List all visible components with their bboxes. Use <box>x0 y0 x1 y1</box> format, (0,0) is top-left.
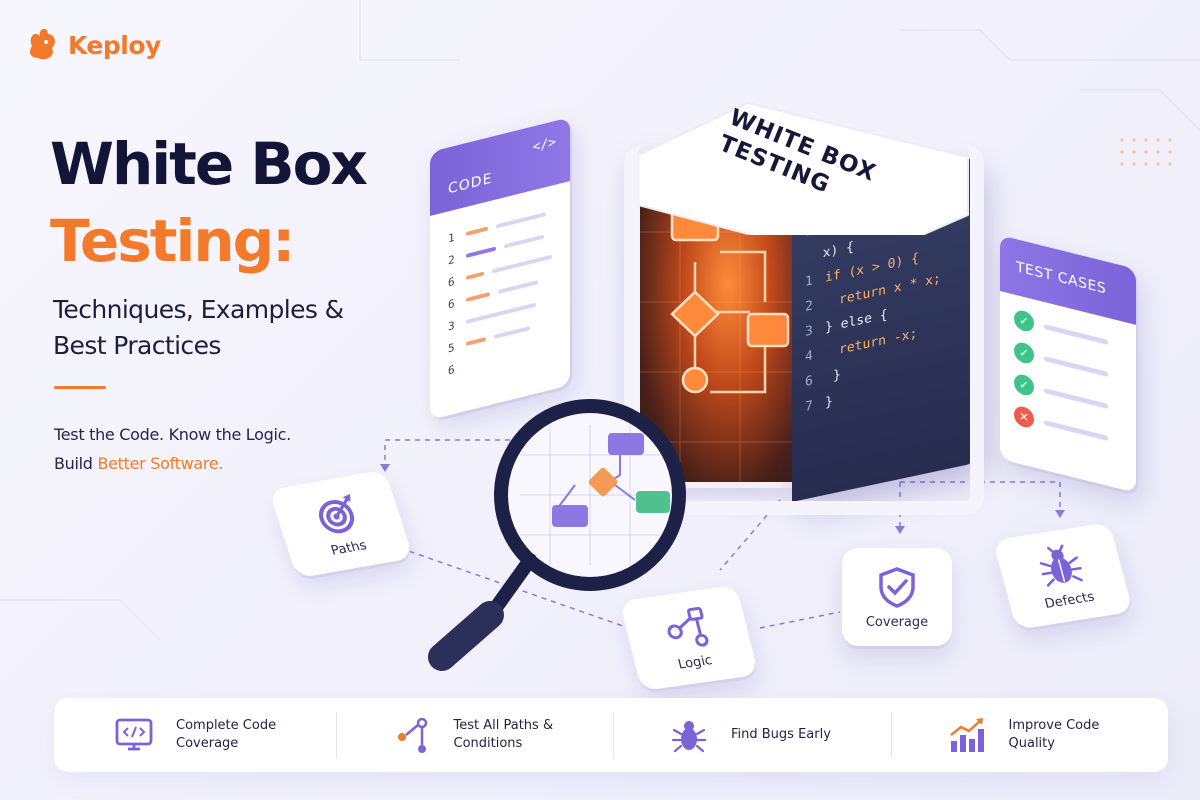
line-number: 6 <box>448 274 455 290</box>
hero-subtitle: Techniques, Examples & Best Practices <box>53 295 344 360</box>
code-card: CODE </> 1 2 6 6 3 5 6 <box>430 117 570 420</box>
code-bar <box>466 246 496 259</box>
feature-label: Improve Code Quality <box>1008 718 1100 751</box>
logic-label: Logic <box>676 652 714 673</box>
test-case-bar <box>1044 419 1108 441</box>
flow-decision-diamond <box>670 290 720 338</box>
keploy-rabbit-icon <box>30 28 55 60</box>
line-number: 5 <box>448 340 455 356</box>
logic-nodes-icon <box>667 606 709 647</box>
hero-title-line1: White Box <box>50 130 368 198</box>
monitor-code-icon <box>115 718 153 751</box>
tagline-line1: Test the Code. Know the Logic. <box>54 425 291 444</box>
bar-chart-up-icon <box>949 718 984 752</box>
logic-tile: Logic <box>619 584 759 692</box>
flow-terminal-circle <box>681 366 709 394</box>
line-number: 1 <box>448 230 455 246</box>
coverage-label: Coverage <box>865 614 929 630</box>
flow-node <box>552 505 588 527</box>
line-number: 2 <box>448 252 455 268</box>
cross-icon: ✕ <box>1014 404 1034 430</box>
tagline-prefix: Build <box>54 454 98 473</box>
code-card-lines: 1 2 6 6 3 5 6 <box>430 181 570 386</box>
code-bar <box>498 280 538 295</box>
brand-name: Keploy <box>68 30 161 60</box>
defects-tile: Defects <box>992 522 1134 630</box>
bug-icon <box>671 721 707 753</box>
code-text: } <box>825 394 833 411</box>
code-text: } <box>833 367 841 385</box>
tagline-line2: Build Better Software. <box>54 449 291 478</box>
defects-label: Defects <box>1043 589 1096 612</box>
flow-decision <box>588 467 618 497</box>
code-tag-icon: </> <box>532 134 556 156</box>
code-bar <box>504 234 544 249</box>
test-cases-card: TEST CASES ✓ ✓ ✓ ✕ <box>1000 235 1136 493</box>
tagline-highlight: Better Software. <box>97 454 224 473</box>
feature-test-all-paths: Test All Paths & Conditions <box>335 698 614 772</box>
code-bar <box>466 337 486 347</box>
feature-bar: Complete Code Coverage Test All Paths & … <box>54 698 1168 772</box>
box-lid: WHITE BOXTESTING <box>637 101 969 235</box>
hero-title-line2: Testing: <box>50 207 295 275</box>
feature-label: Complete Code Coverage <box>176 718 277 751</box>
feature-improve-code-quality: Improve Code Quality <box>890 698 1169 772</box>
code-bar <box>466 271 484 281</box>
magnifying-glass-icon <box>428 399 686 671</box>
flow-process-box <box>746 312 790 348</box>
keploy-logo[interactable]: Keploy <box>26 26 161 64</box>
code-bar <box>466 226 488 237</box>
test-case-bar <box>1044 355 1108 377</box>
test-case-bar <box>1044 323 1108 345</box>
paths-tile: Paths <box>268 469 414 579</box>
bug-icon <box>1039 544 1083 587</box>
feature-label: Test All Paths & Conditions <box>453 718 554 751</box>
test-case-bar <box>1044 387 1108 409</box>
accent-divider <box>54 386 106 389</box>
line-number: 6 <box>448 296 455 312</box>
line-number: 3 <box>448 318 455 334</box>
check-icon: ✓ <box>1014 308 1034 334</box>
code-bar <box>466 292 490 303</box>
feature-complete-code-coverage: Complete Code Coverage <box>54 698 336 772</box>
shield-check-icon <box>879 566 915 608</box>
code-bar <box>494 326 530 340</box>
hero-tagline: Test the Code. Know the Logic. Build Bet… <box>54 420 291 478</box>
feature-label: Find Bugs Early <box>731 727 831 742</box>
code-card-label: CODE <box>448 170 493 198</box>
line-number: 6 <box>448 362 455 378</box>
flow-node <box>636 491 670 513</box>
feature-find-bugs-early: Find Bugs Early <box>613 698 891 772</box>
flow-node <box>608 433 644 455</box>
target-icon <box>318 493 354 533</box>
coverage-tile: Coverage <box>842 548 952 646</box>
check-icon: ✓ <box>1014 340 1034 366</box>
check-icon: ✓ <box>1014 372 1034 398</box>
line-number: 7 <box>805 398 813 415</box>
path-nodes-icon <box>397 717 427 753</box>
paths-label: Paths <box>329 537 369 559</box>
